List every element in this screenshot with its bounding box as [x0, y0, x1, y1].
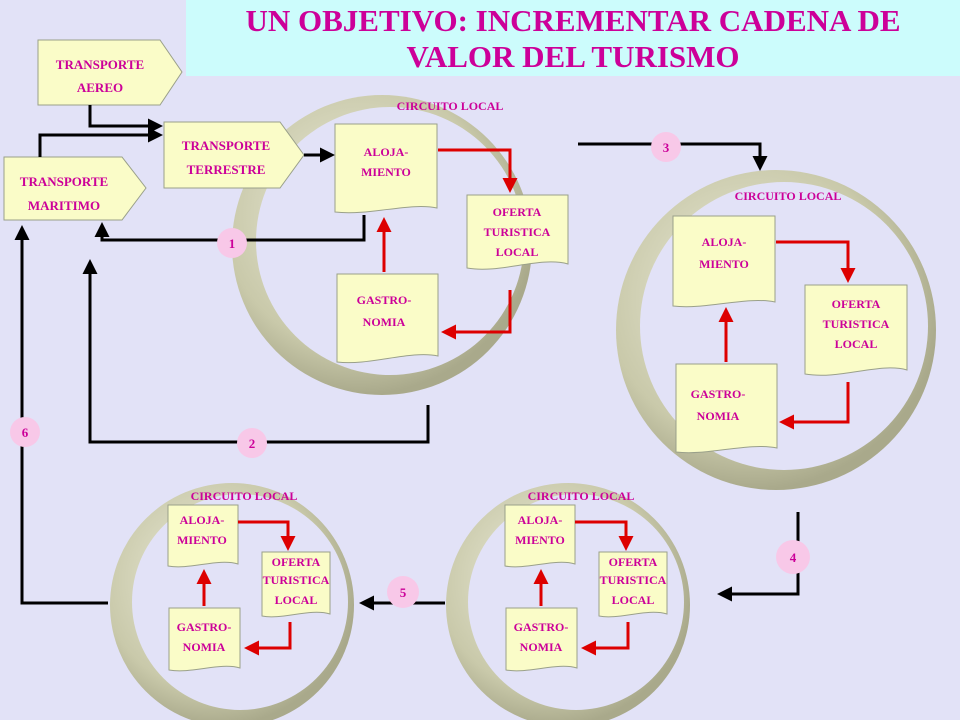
step-4-label: 4: [790, 550, 797, 565]
circuit-3-arrow-aloj-oferta: [238, 520, 296, 551]
circuit-3-alojamiento-line-1: ALOJA-: [180, 513, 225, 527]
step-2-label: 2: [249, 436, 256, 451]
circuit-4-alojamiento-line-2: MIENTO: [515, 533, 565, 547]
circuit-4-gastronomia-box: [505, 607, 578, 672]
circuit-2-oferta-line-3: LOCAL: [835, 337, 878, 351]
circuit-4-arrow-oferta-gastro: [581, 622, 630, 656]
circuit-1-oferta-line-3: LOCAL: [496, 245, 539, 259]
circuit-3-alojamiento-line-2: MIENTO: [177, 533, 227, 547]
circuit-1-arrow-oferta-gastro: [441, 290, 512, 340]
step-2: 2: [237, 428, 267, 458]
circuit-3-oferta-line-2: TURISTICA: [263, 573, 330, 587]
circuit-1-gastronomia-line-1: GASTRO-: [357, 293, 412, 307]
circuit-3-arrow-oferta-gastro: [244, 622, 292, 656]
circuit-2-arrow-oferta-gastro: [779, 382, 850, 430]
circuit-2-gastronomia-line-1: GASTRO-: [691, 387, 746, 401]
circuit-2-gastronomia-box: [675, 363, 778, 454]
circuit-2-alojamiento-box: [672, 215, 776, 308]
circuit-1-alojamiento-box: [334, 123, 438, 214]
transporte-terrestre-line-2: TERRESTRE: [187, 162, 266, 177]
step-3: 3: [651, 132, 681, 162]
circuit-1-oferta-line-1: OFERTA: [493, 205, 542, 219]
page-title: UN OBJETIVO: INCREMENTAR CADENA DE VALOR…: [186, 3, 960, 75]
circuit-4-oferta-line-3: LOCAL: [612, 593, 655, 607]
circuit-2-alojamiento-line-2: MIENTO: [699, 257, 749, 271]
circuit-2-alojamiento-line-1: ALOJA-: [702, 235, 747, 249]
circuit-3-label: CIRCUITO LOCAL: [191, 489, 298, 503]
step-markers: 1 2 3 4 5 6: [10, 132, 810, 608]
circuit-4-gastronomia-line-1: GASTRO-: [514, 620, 569, 634]
circuit-4-oferta-line-1: OFERTA: [609, 555, 658, 569]
circuit-to-circuit-arrow-3: [578, 142, 768, 171]
circuit-1-gastronomia-line-2: NOMIA: [363, 315, 406, 329]
step-5: 5: [387, 576, 419, 608]
circuit-3-oferta-line-1: OFERTA: [272, 555, 321, 569]
circuit-2-gastronomia-line-2: NOMIA: [697, 409, 740, 423]
circuit-4-arrow-aloj-oferta: [575, 520, 634, 551]
return-arrow-6: [14, 225, 108, 605]
circuit-4-alojamiento-line-1: ALOJA-: [518, 513, 563, 527]
aereo-to-terrestre-arrow: [88, 105, 163, 134]
circuit-4-label: CIRCUITO LOCAL: [528, 489, 635, 503]
circuit-2-oferta-line-2: TURISTICA: [823, 317, 890, 331]
circuit-1-arrow-aloj-oferta: [438, 148, 518, 193]
circuit-to-circuit-arrow-4: [717, 512, 800, 602]
circuit-3-gastronomia-line-2: NOMIA: [183, 640, 226, 654]
circuit-4: CIRCUITO LOCAL ALOJA- MIENTO OFERTA TURI…: [504, 489, 668, 672]
title-line-1: UN OBJETIVO: INCREMENTAR CADENA DE: [245, 3, 901, 38]
circuit-4-gastronomia-line-2: NOMIA: [520, 640, 563, 654]
transporte-terrestre-line-1: TRANSPORTE: [182, 138, 270, 153]
step-4: 4: [776, 540, 810, 574]
transporte-aereo-box: TRANSPORTE AEREO: [37, 39, 183, 106]
transporte-terrestre-box: TRANSPORTE TERRESTRE: [163, 121, 305, 189]
transporte-maritimo-line-1: TRANSPORTE: [20, 174, 108, 189]
circuit-3-gastronomia-box: [168, 607, 241, 672]
transporte-aereo-line-2: AEREO: [77, 80, 123, 95]
step-6: 6: [10, 417, 40, 447]
circuit-3-oferta-box: [261, 551, 331, 618]
circuit-3-oferta-line-3: LOCAL: [275, 593, 318, 607]
circuit-2-oferta-box: [804, 284, 908, 376]
title-line-2: VALOR DEL TURISMO: [406, 39, 740, 74]
transporte-maritimo-line-2: MARITIMO: [28, 198, 100, 213]
circuit-4-oferta-line-2: TURISTICA: [600, 573, 667, 587]
step-1: 1: [217, 228, 247, 258]
circuit-3-gastronomia-line-1: GASTRO-: [177, 620, 232, 634]
circuit-1-alojamiento-line-1: ALOJA-: [364, 145, 409, 159]
step-5-label: 5: [400, 585, 407, 600]
circuit-2-oferta-line-1: OFERTA: [832, 297, 881, 311]
circuit-4-alojamiento-box: [504, 504, 576, 568]
transporte-maritimo-box: TRANSPORTE MARITIMO: [3, 156, 147, 221]
circuit-1-oferta-line-2: TURISTICA: [484, 225, 551, 239]
transporte-aereo-line-1: TRANSPORTE: [56, 57, 144, 72]
title-banner: [186, 0, 960, 76]
circuit-ring-1: [232, 95, 532, 395]
step-1-label: 1: [229, 236, 236, 251]
circuit-2-arrow-aloj-oferta: [776, 240, 856, 283]
circuit-2-label: CIRCUITO LOCAL: [735, 189, 842, 203]
circuit-1-oferta-box: [466, 194, 569, 270]
circuit-3: CIRCUITO LOCAL ALOJA- MIENTO OFERTA TURI…: [167, 489, 331, 672]
circuit-2: CIRCUITO LOCAL ALOJA- MIENTO OFERTA TURI…: [672, 189, 908, 454]
step-6-label: 6: [22, 425, 29, 440]
circuit-4-oferta-box: [598, 551, 668, 618]
circuit-1-label: CIRCUITO LOCAL: [397, 99, 504, 113]
step-3-label: 3: [663, 140, 670, 155]
maritimo-to-terrestre-arrow: [38, 127, 163, 157]
circuit-3-alojamiento-box: [167, 504, 239, 568]
circuit-1: CIRCUITO LOCAL ALOJA- MIENTO OFERTA TURI…: [334, 99, 569, 364]
circuit-1-gastronomia-box: [336, 273, 439, 364]
circuit-1-alojamiento-line-2: MIENTO: [361, 165, 411, 179]
